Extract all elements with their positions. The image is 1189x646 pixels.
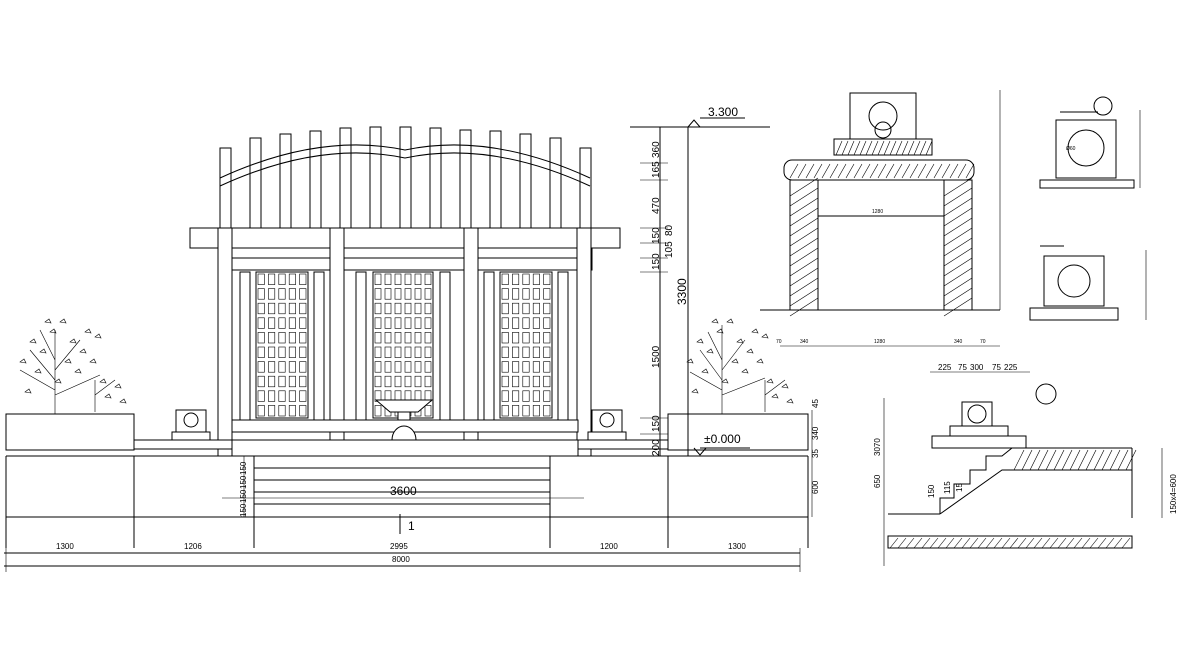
- detail-dim-70-a: 70: [776, 339, 782, 345]
- tree-left: [19, 318, 127, 414]
- ground-level-label: ±0.000: [704, 432, 741, 446]
- dim-1300-a: 1300: [56, 542, 74, 551]
- step-riser-dims: 150 150 150 150: [239, 456, 248, 517]
- columns: [217, 227, 592, 457]
- planter-dims: 45 340 35 600: [811, 399, 820, 517]
- level-mark-top: 3.300: [630, 105, 770, 128]
- dim-35: 35: [811, 449, 820, 458]
- platform: [5, 439, 809, 548]
- dim-150-c: 150: [651, 415, 662, 432]
- stair-dim-225-a: 225: [938, 363, 952, 372]
- detail-inner-width: 1280: [872, 209, 883, 215]
- riser-2: 150: [239, 489, 248, 503]
- dim-200: 200: [651, 439, 662, 456]
- riser-4: 150: [239, 461, 248, 475]
- dim-3300: 3300: [675, 278, 689, 305]
- dim-150-a: 150: [651, 227, 662, 244]
- dim-360: 360: [651, 141, 662, 158]
- stair-dim-150: 150: [927, 484, 936, 498]
- dim-1200: 1200: [600, 542, 618, 551]
- dim-3600: 3600: [390, 484, 417, 498]
- riser-1: 150: [239, 503, 248, 517]
- stair-section: 225 75 300 75 225 3070 650 150 115 15 15…: [873, 363, 1178, 566]
- lattice-window-right: [499, 271, 553, 419]
- dim-340: 340: [811, 426, 820, 440]
- planter-right: [667, 413, 809, 451]
- stair-dim-300: 300: [970, 363, 984, 372]
- bottom-dimension-lines: 1300 1206 2995 1200 1300 8000: [4, 542, 801, 572]
- stair-dim-15: 15: [955, 483, 964, 492]
- detail-dim-70-b: 70: [980, 339, 986, 345]
- stair-dim-75-b: 75: [992, 363, 1001, 372]
- main-beam: [189, 227, 621, 249]
- detail-small-mid: [1029, 245, 1147, 321]
- lamp-right: [587, 409, 627, 441]
- roof-purlin-curve: [219, 152, 591, 187]
- detail-elevation: 1280 70 340 1280 340 70: [760, 90, 1001, 347]
- dim-600: 600: [811, 480, 820, 494]
- dim-105: 105: [664, 241, 675, 258]
- height-dimension-chain: 360 165 470 150 150 1500 150 200 80 105 …: [640, 126, 689, 457]
- tree-right: [686, 318, 794, 414]
- stair-dim-650: 650: [873, 474, 882, 488]
- dim-45: 45: [811, 399, 820, 408]
- dim-1500: 1500: [651, 345, 662, 368]
- roof-rafters: [219, 126, 592, 229]
- lattice-window-center: [372, 271, 434, 419]
- dim-165: 165: [651, 161, 662, 178]
- detail-dim-340-b: 340: [954, 339, 963, 345]
- pavilion-elevation: 3.300 ±0.000 360 165 470 150 150: [4, 105, 820, 572]
- diameter-label: Ø60: [1066, 146, 1076, 152]
- lattice-window-left: [255, 271, 309, 419]
- stair-dim-75-a: 75: [958, 363, 967, 372]
- dim-470: 470: [651, 197, 662, 214]
- dim-80: 80: [664, 224, 675, 236]
- stair-dim-150x4: 150x4=600: [1169, 474, 1178, 514]
- stair-dim-225-b: 225: [1004, 363, 1018, 372]
- dim-8000: 8000: [392, 555, 410, 564]
- level-mark-ground: ±0.000: [693, 432, 750, 456]
- stair-dim-3070: 3070: [873, 438, 882, 456]
- top-level-label: 3.300: [708, 105, 738, 119]
- dim-1300-b: 1300: [728, 542, 746, 551]
- dim-2995: 2995: [390, 542, 408, 551]
- detail-dim-340-a: 340: [800, 339, 809, 345]
- stair-dim-115: 115: [943, 481, 952, 494]
- dim-1206: 1206: [184, 542, 202, 551]
- planter-left: [5, 413, 135, 451]
- lamp-left: [171, 409, 211, 441]
- dim-150-b: 150: [651, 253, 662, 270]
- steps-width-dim: 3600: [222, 484, 584, 499]
- section-mark: 1: [399, 514, 415, 534]
- detail-small-top: Ø60: [1039, 96, 1141, 189]
- riser-3: 150: [239, 475, 248, 489]
- detail-dim-1280: 1280: [874, 339, 885, 345]
- section-mark-label: 1: [408, 519, 415, 533]
